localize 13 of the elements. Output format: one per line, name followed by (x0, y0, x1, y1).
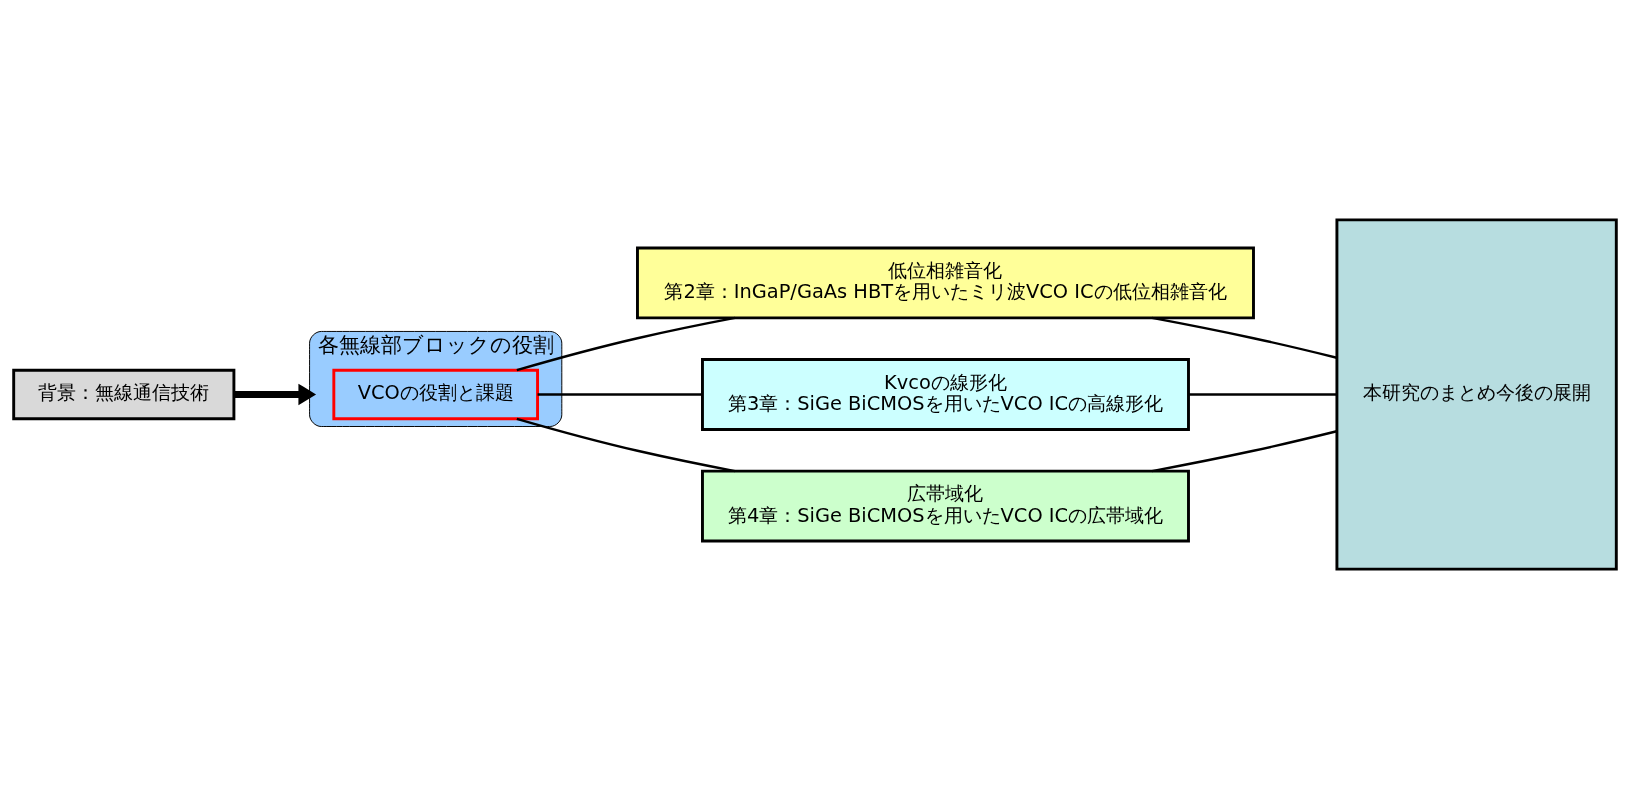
node-box: 広帯域化 第4章：SiGe BiCMOSを用いたVCO ICの広帯域化 (701, 469, 1190, 543)
arrow (234, 383, 317, 406)
node-box: 背景：無線通信技術 (12, 368, 236, 421)
node-box: VCOの役割と課題 (332, 368, 539, 421)
node-box: 本研究のまとめ今後の展開 (1335, 218, 1618, 571)
connector (516, 417, 736, 473)
connector (537, 393, 703, 396)
node-box: Kvcoの線形化 第3章：SiGe BiCMOSを用いたVCO ICの高線形化 (701, 358, 1190, 431)
connector (1188, 393, 1337, 396)
connector (1151, 316, 1338, 359)
connector (516, 316, 736, 372)
node-box: 低位相雑音化 第2章：InGaP/GaAs HBTを用いたミリ波VCO ICの低位相雑音化 (636, 246, 1255, 320)
connector (1151, 430, 1338, 473)
